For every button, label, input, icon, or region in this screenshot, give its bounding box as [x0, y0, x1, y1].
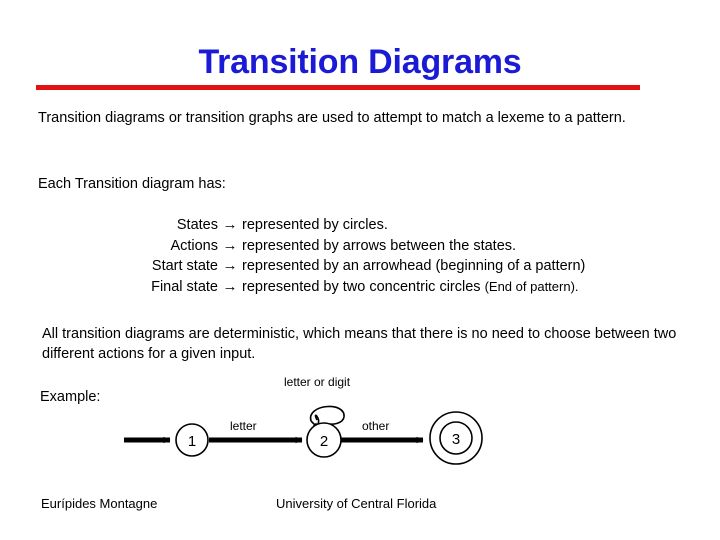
footer-author: Eurípides Montagne [41, 496, 158, 511]
definition-description-main: represented by two concentric circles [242, 278, 485, 295]
list-item: Final state → represented by two concent… [38, 277, 678, 298]
arrow-right-icon: → [222, 236, 238, 254]
definition-term: Final state [151, 278, 218, 295]
definition-description: represented by an arrowhead (beginning o… [242, 258, 586, 274]
example-label: Example: [40, 389, 101, 405]
state-node-3-inner [439, 421, 473, 455]
arrow-right-icon: → [222, 216, 238, 233]
each-diagram-heading: Each Transition diagram has: [38, 176, 226, 192]
definition-list: States → represented by circles. Actions… [38, 215, 678, 297]
definition-term: States [176, 217, 218, 233]
state-label-1: 1 [188, 433, 196, 450]
footer-organization: University of Central Florida [276, 496, 437, 511]
list-item: States → represented by circles. [38, 215, 678, 236]
definition-description: represented by arrows between the states… [242, 237, 517, 254]
state-label-3: 3 [452, 431, 460, 448]
self-loop-state-2 [310, 405, 345, 425]
arrow-right-icon: → [222, 257, 238, 274]
determinism-paragraph: All transition diagrams are deterministi… [42, 326, 677, 362]
list-item: Actions → represented by arrows between … [38, 236, 678, 257]
list-item: Start state → represented by an arrowhea… [38, 256, 678, 277]
page-title: Transition Diagrams [198, 43, 522, 81]
title-divider [36, 85, 640, 90]
definition-description-tail: (End of pattern). [484, 278, 579, 294]
edge-label-other: other [362, 419, 389, 433]
state-label-2: 2 [320, 433, 328, 450]
state-node-1 [175, 423, 209, 457]
definition-term: Start state [151, 258, 218, 274]
definition-description: represented by two concentric circles (E… [242, 277, 678, 298]
edge-label-letter: letter [230, 419, 257, 433]
transition-diagram: 1 letter letter or digit 2 other 3 [120, 368, 520, 476]
arrow-right-icon: → [222, 277, 238, 295]
definition-description: represented by circles. [242, 217, 388, 233]
edge-label-letter-or-digit: letter or digit [284, 375, 351, 389]
intro-paragraph: Transition diagrams or transition graphs… [38, 110, 626, 126]
definition-term: Actions [170, 237, 218, 254]
